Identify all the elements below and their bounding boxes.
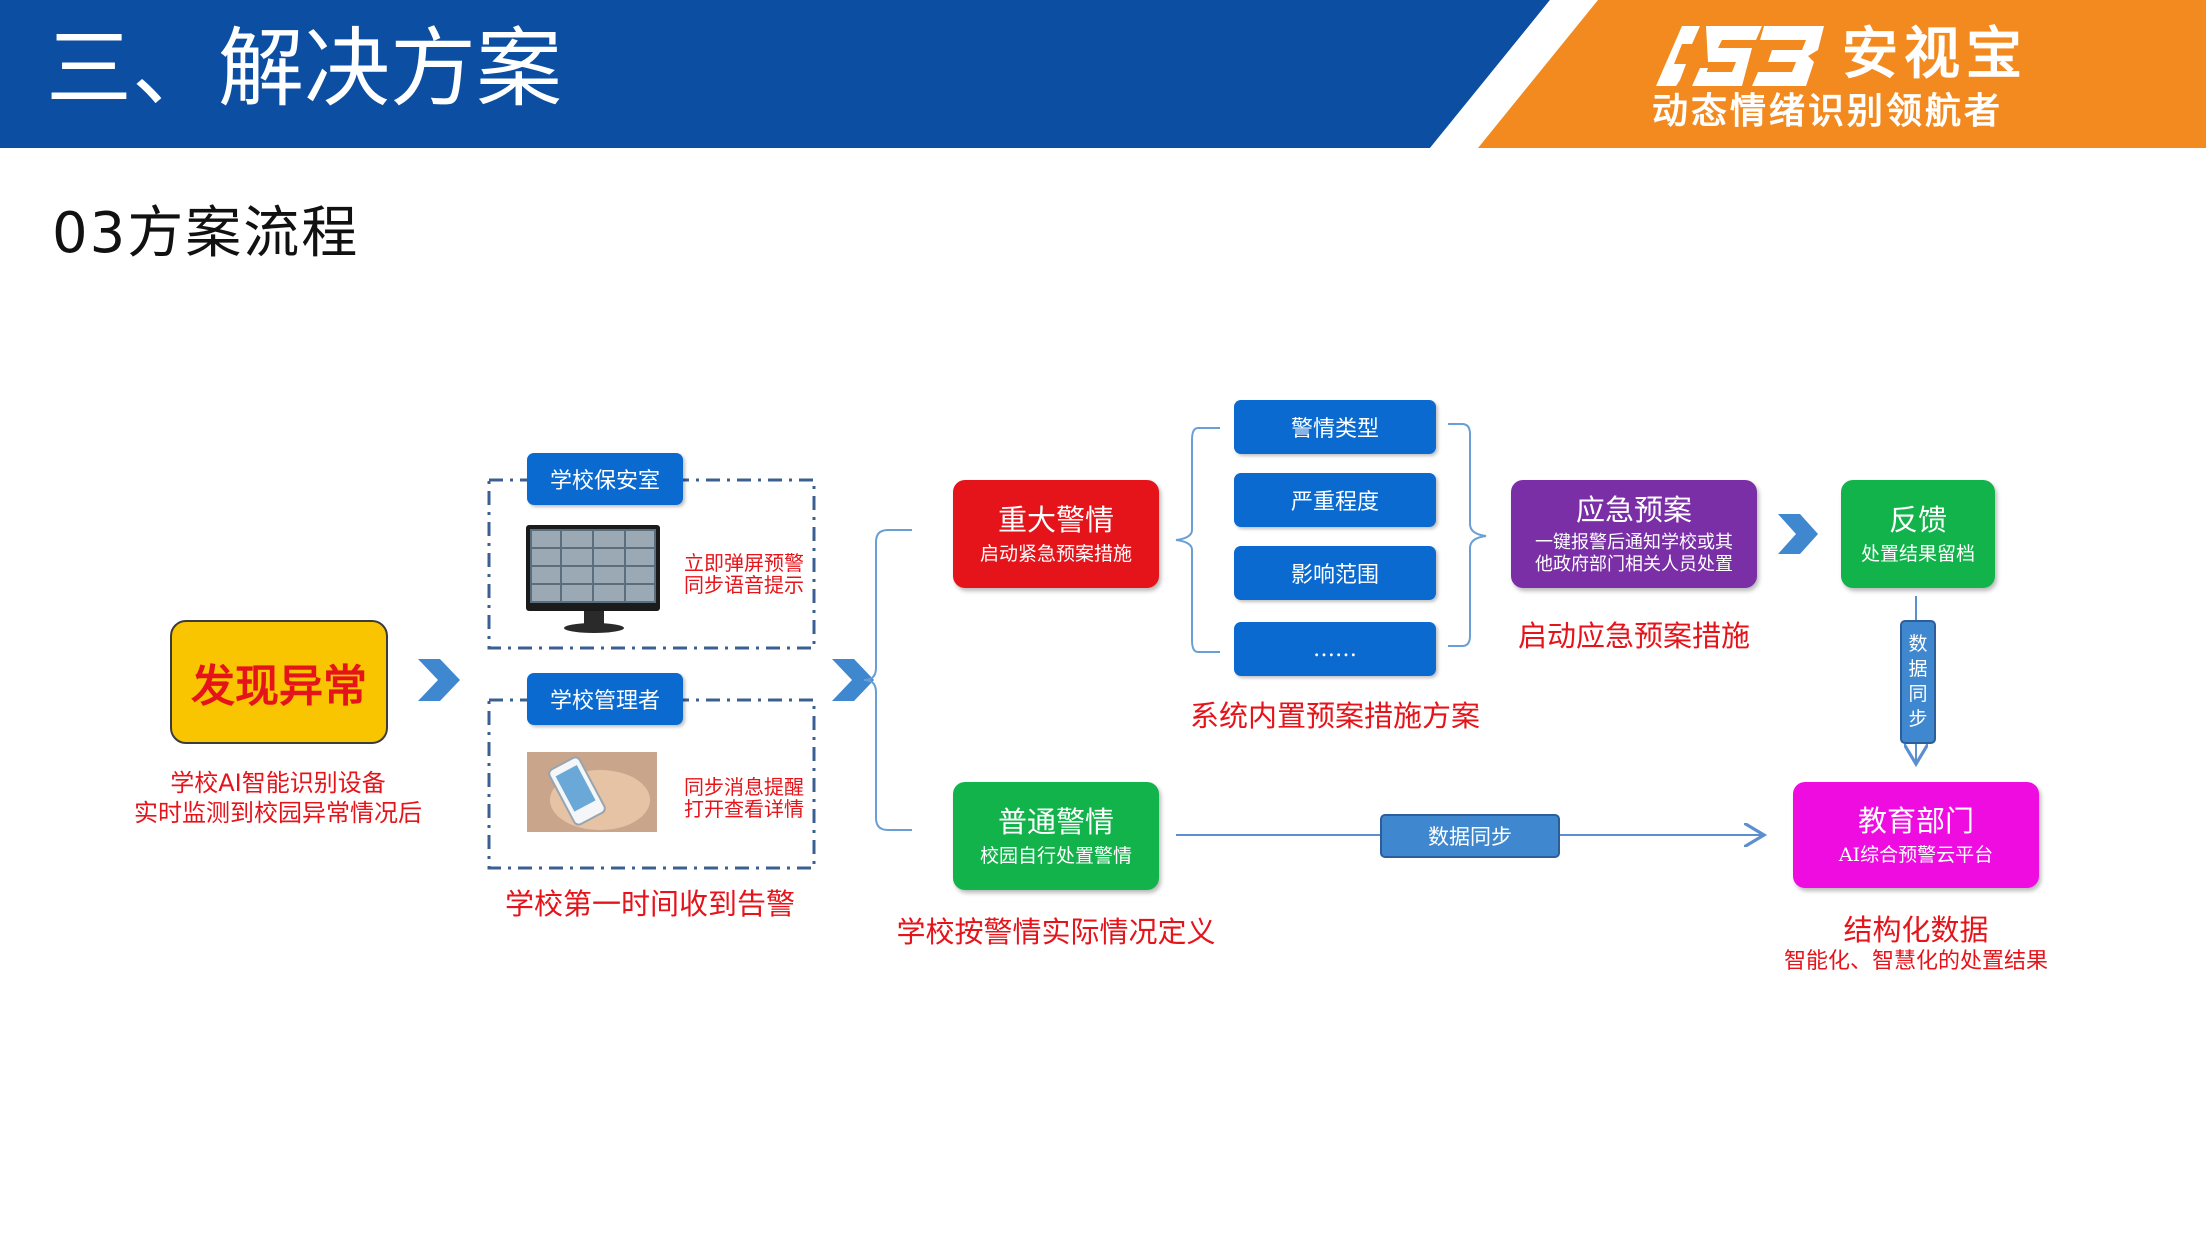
plan-brace-right (1448, 423, 1487, 647)
discover-anomaly-label: 发现异常 (191, 661, 367, 712)
horizontal-sync-pill: 数据同步 (1380, 814, 1560, 858)
plan-brace-left (1175, 427, 1220, 653)
manager-note-line: 打开查看详情 (684, 797, 804, 821)
branch-bracket (863, 529, 912, 831)
manager-note-line: 同步消息提醒 (684, 775, 804, 799)
manager-note: 同步消息提醒 打开查看详情 (684, 776, 804, 820)
vertical-sync-char: 数 (1908, 633, 1928, 655)
security-room-label: 学校保安室 (527, 453, 683, 505)
header-blue-band (0, 0, 1550, 148)
discover-caption-line: 实时监测到校园异常情况后 (134, 799, 422, 827)
security-note: 立即弹屏预警 同步语音提示 (684, 552, 804, 596)
normal-alert-title: 普通警情 (997, 805, 1114, 839)
brand-slogan: 动态情绪识别领航者 (1652, 91, 2004, 132)
major-alert-sub: 启动紧急预案措施 (979, 543, 1132, 565)
emergency-plan-title: 应急预案 (1575, 493, 1692, 527)
discover-caption: 学校AI智能识别设备 实时监测到校园异常情况后 (100, 768, 456, 828)
plan-item: 警情类型 (1234, 400, 1436, 454)
education-dept-box: 教育部门 AI综合预警云平台 (1793, 782, 2039, 888)
brand-name: 安视宝 (1842, 21, 2028, 87)
phone-illustration (527, 752, 657, 832)
asb-logo-icon (1656, 26, 1824, 86)
header-orange-band (1478, 0, 2206, 148)
vertical-sync-pill: 数 据 同 步 (1900, 620, 1936, 744)
education-dept-title: 教育部门 (1857, 804, 1974, 838)
education-dept-sub: AI综合预警云平台 (1838, 844, 1994, 866)
chevron-icon (418, 514, 1818, 701)
major-alert-title: 重大警情 (997, 503, 1114, 537)
vertical-sync-char: 步 (1908, 708, 1928, 730)
feedback-title: 反馈 (1888, 503, 1947, 537)
page-title: 三、解决方案 (46, 19, 562, 119)
discover-caption-line: 学校AI智能识别设备 (170, 769, 386, 797)
emergency-caption: 启动应急预案措施 (1517, 619, 1750, 653)
vertical-sync-char: 据 (1908, 658, 1928, 680)
feedback-box: 反馈 处置结果留档 (1841, 480, 1995, 588)
vertical-sync-char: 同 (1908, 683, 1928, 705)
school-caption: 学校第一时间收到告警 (504, 887, 795, 921)
emergency-plan-box: 应急预案 一键报警后通知学校或其 他政府部门相关人员处置 (1511, 480, 1757, 588)
education-caption-sub: 智能化、智慧化的处置结果 (1783, 949, 2048, 974)
plan-item: 严重程度 (1234, 473, 1436, 527)
discover-anomaly-box: 发现异常 (170, 620, 388, 744)
emergency-plan-sub-line: 一键报警后通知学校或其 (1535, 532, 1733, 553)
security-note-line: 同步语音提示 (684, 573, 804, 597)
security-note-line: 立即弹屏预警 (684, 551, 804, 575)
normal-alert-sub: 校园自行处置警情 (979, 845, 1132, 867)
education-caption: 结构化数据 (1843, 913, 1989, 947)
normal-alert-box: 普通警情 校园自行处置警情 (953, 782, 1159, 890)
school-manager-label: 学校管理者 (527, 673, 683, 725)
normal-alert-caption: 学校按警情实际情况定义 (896, 915, 1216, 949)
plan-caption: 系统内置预案措施方案 (1189, 699, 1480, 733)
monitor-illustration (526, 525, 660, 633)
major-alert-box: 重大警情 启动紧急预案措施 (953, 480, 1159, 588)
plan-item: …… (1234, 622, 1436, 676)
header-white-stripe (1430, 0, 1598, 148)
emergency-plan-sub-line: 他政府部门相关人员处置 (1535, 554, 1733, 575)
section-title: 03方案流程 (52, 201, 360, 266)
plan-item: 影响范围 (1234, 546, 1436, 600)
feedback-sub: 处置结果留档 (1860, 543, 1975, 565)
